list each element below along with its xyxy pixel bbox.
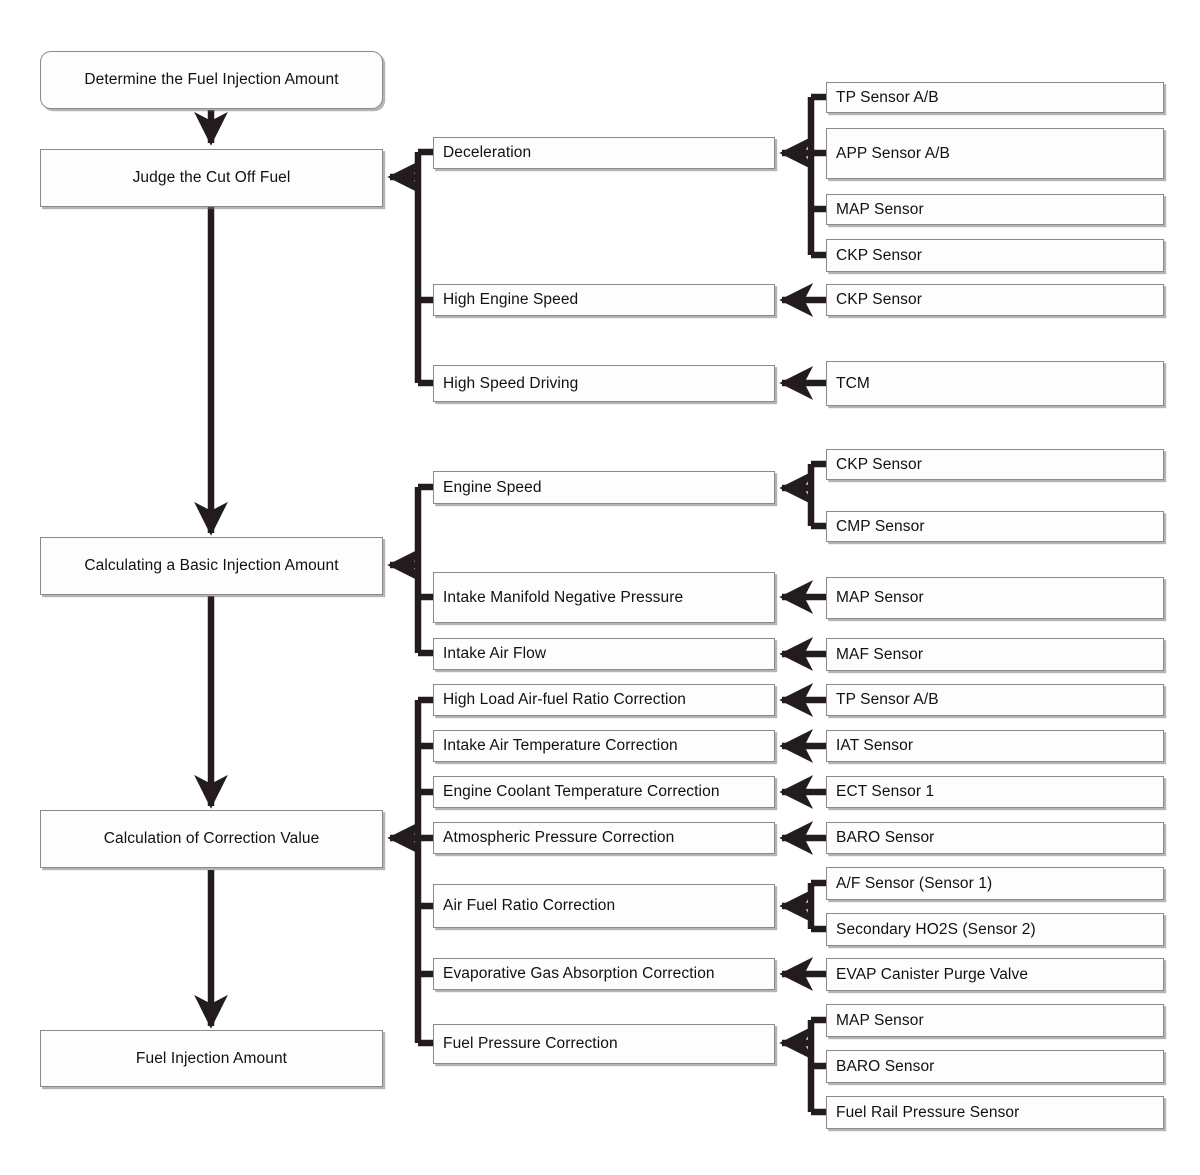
sensor-label: TP Sensor A/B — [836, 691, 939, 709]
sensor-label: BARO Sensor — [836, 829, 935, 847]
sensor-baro-sensor-atmospheric[interactable]: BARO Sensor — [826, 822, 1164, 854]
factor-label: Intake Air Temperature Correction — [443, 737, 678, 755]
factor-atmospheric-pressure-correction[interactable]: Atmospheric Pressure Correction — [433, 822, 775, 854]
sensor-baro-sensor-fuel-pressure[interactable]: BARO Sensor — [826, 1050, 1164, 1083]
sensor-maf-sensor[interactable]: MAF Sensor — [826, 638, 1164, 671]
sensor-app-sensor-ab[interactable]: APP Sensor A/B — [826, 128, 1164, 179]
sensor-label: CKP Sensor — [836, 455, 923, 473]
sensor-label: CKP Sensor — [836, 246, 923, 264]
sensor-label: ECT Sensor 1 — [836, 783, 935, 801]
factor-label: Fuel Pressure Correction — [443, 1035, 618, 1053]
sensor-label: TP Sensor A/B — [836, 88, 939, 106]
sensor-label: A/F Sensor (Sensor 1) — [836, 874, 993, 892]
factor-label: Engine Speed — [443, 478, 542, 496]
factor-high-engine-speed[interactable]: High Engine Speed — [433, 284, 775, 316]
factor-evaporative-gas-absorption-correction[interactable]: Evaporative Gas Absorption Correction — [433, 958, 775, 990]
stage-label: Calculating a Basic Injection Amount — [84, 557, 339, 575]
stage-calculating-basic-injection-amount[interactable]: Calculating a Basic Injection Amount — [40, 537, 383, 595]
stage-label: Calculation of Correction Value — [103, 830, 320, 848]
sensor-label: APP Sensor A/B — [836, 144, 950, 162]
sensor-label: CKP Sensor — [836, 291, 923, 309]
sensor-label: CMP Sensor — [836, 517, 925, 535]
sensor-iat-sensor[interactable]: IAT Sensor — [826, 730, 1164, 762]
sensor-label: MAP Sensor — [836, 589, 924, 607]
sensor-label: MAF Sensor — [836, 645, 924, 663]
factor-label: Engine Coolant Temperature Correction — [443, 783, 720, 801]
stage-label: Judge the Cut Off Fuel — [132, 169, 291, 187]
factor-air-fuel-ratio-correction[interactable]: Air Fuel Ratio Correction — [433, 884, 775, 928]
factor-intake-manifold-negative-pressure[interactable]: Intake Manifold Negative Pressure — [433, 572, 775, 623]
factor-label: Air Fuel Ratio Correction — [443, 897, 616, 915]
factor-high-load-air-fuel-ratio-correction[interactable]: High Load Air-fuel Ratio Correction — [433, 684, 775, 716]
stage-judge-cut-off-fuel[interactable]: Judge the Cut Off Fuel — [40, 149, 383, 207]
sensor-ckp-sensor-deceleration[interactable]: CKP Sensor — [826, 239, 1164, 272]
factor-label: High Load Air-fuel Ratio Correction — [443, 691, 687, 709]
factor-fuel-pressure-correction[interactable]: Fuel Pressure Correction — [433, 1024, 775, 1064]
sensor-label: MAP Sensor — [836, 1011, 924, 1029]
factor-engine-speed[interactable]: Engine Speed — [433, 471, 775, 504]
factor-label: Intake Manifold Negative Pressure — [443, 588, 684, 606]
sensor-tp-sensor-ab-deceleration[interactable]: TP Sensor A/B — [826, 82, 1164, 113]
sensor-evap-canister-purge-valve[interactable]: EVAP Canister Purge Valve — [826, 958, 1164, 991]
factor-label: Intake Air Flow — [443, 645, 547, 663]
factor-intake-air-temperature-correction[interactable]: Intake Air Temperature Correction — [433, 730, 775, 762]
sensor-ckp-sensor-high-engine-speed[interactable]: CKP Sensor — [826, 284, 1164, 316]
sensor-map-sensor-fuel-pressure[interactable]: MAP Sensor — [826, 1004, 1164, 1037]
factor-engine-coolant-temperature-correction[interactable]: Engine Coolant Temperature Correction — [433, 776, 775, 808]
factor-label: High Speed Driving — [443, 374, 579, 392]
factor-label: Evaporative Gas Absorption Correction — [443, 965, 715, 983]
sensor-fuel-rail-pressure-sensor[interactable]: Fuel Rail Pressure Sensor — [826, 1096, 1164, 1129]
sensor-label: Fuel Rail Pressure Sensor — [836, 1103, 1020, 1121]
sensor-label: TCM — [836, 374, 870, 392]
sensor-map-sensor-deceleration[interactable]: MAP Sensor — [826, 194, 1164, 225]
sensor-label: MAP Sensor — [836, 200, 924, 218]
sensor-label: BARO Sensor — [836, 1057, 935, 1075]
factor-label: Atmospheric Pressure Correction — [443, 829, 675, 847]
sensor-label: IAT Sensor — [836, 737, 914, 755]
sensor-secondary-ho2s-sensor-2[interactable]: Secondary HO2S (Sensor 2) — [826, 913, 1164, 946]
sensor-af-sensor-1[interactable]: A/F Sensor (Sensor 1) — [826, 867, 1164, 900]
sensor-tp-sensor-ab-high-load[interactable]: TP Sensor A/B — [826, 684, 1164, 716]
sensor-cmp-sensor[interactable]: CMP Sensor — [826, 511, 1164, 542]
sensor-ect-sensor-1[interactable]: ECT Sensor 1 — [826, 776, 1164, 808]
factor-intake-air-flow[interactable]: Intake Air Flow — [433, 638, 775, 670]
stage-label: Fuel Injection Amount — [135, 1049, 288, 1067]
sensor-map-sensor-intake-manifold[interactable]: MAP Sensor — [826, 577, 1164, 619]
factor-deceleration[interactable]: Deceleration — [433, 137, 775, 169]
sensor-label: EVAP Canister Purge Valve — [836, 965, 1029, 983]
stage-label: Determine the Fuel Injection Amount — [84, 71, 339, 89]
factor-label: High Engine Speed — [443, 291, 579, 309]
stage-determine-fuel-injection-amount[interactable]: Determine the Fuel Injection Amount — [40, 51, 383, 109]
stage-calculation-of-correction-value[interactable]: Calculation of Correction Value — [40, 810, 383, 868]
factor-label: Deceleration — [443, 144, 532, 162]
sensor-label: Secondary HO2S (Sensor 2) — [836, 920, 1036, 938]
sensor-ckp-sensor-engine-speed[interactable]: CKP Sensor — [826, 449, 1164, 480]
factor-high-speed-driving[interactable]: High Speed Driving — [433, 365, 775, 402]
stage-fuel-injection-amount[interactable]: Fuel Injection Amount — [40, 1030, 383, 1087]
sensor-tcm[interactable]: TCM — [826, 361, 1164, 406]
